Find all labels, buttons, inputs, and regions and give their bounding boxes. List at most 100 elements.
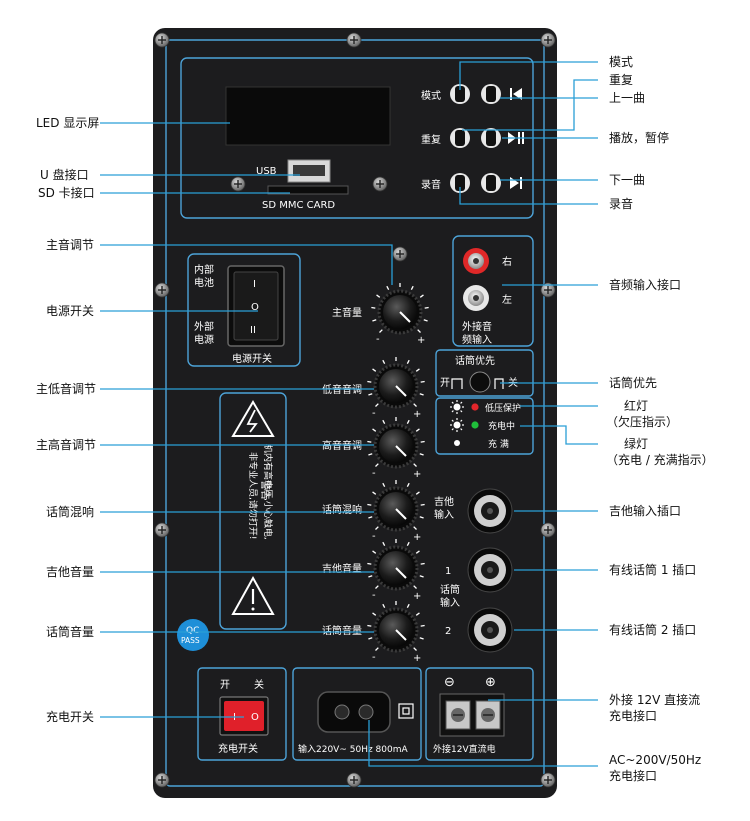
knob-min-mark: - xyxy=(372,652,376,663)
screw-icon xyxy=(154,772,170,788)
dc-plus-symbol: ⊕ xyxy=(485,675,496,690)
bass-knob[interactable] xyxy=(367,357,425,409)
dc-input-module xyxy=(425,667,534,761)
mic-1-number: 1 xyxy=(445,566,451,577)
callout-led-display: LED 显示屏 xyxy=(36,116,99,130)
callout-power-switch: 电源开关 xyxy=(46,304,94,318)
sun-icon xyxy=(450,418,464,432)
callout-audio-input: 音频输入接口 xyxy=(609,277,681,292)
screw-icon xyxy=(540,522,556,538)
screw-icon xyxy=(540,32,556,48)
left-callouts: LED 显示屏 U 盘接口 SD 卡接口 主音调节 电源开关 主低音调节 主高音… xyxy=(36,116,99,724)
charge-switch-mark-o: O xyxy=(251,712,259,723)
play-pause-button[interactable] xyxy=(481,128,501,148)
pass-label: PASS xyxy=(181,636,200,645)
knob-max-mark: + xyxy=(413,653,421,664)
prev-track-button[interactable] xyxy=(481,84,501,104)
qc-label: QC xyxy=(186,626,199,636)
double-insulation-icon xyxy=(398,703,414,719)
rca-jack-left[interactable] xyxy=(463,285,489,311)
screw-icon xyxy=(540,772,556,788)
mic-2-number: 2 xyxy=(445,626,451,637)
callout-repeat: 重复 xyxy=(609,73,633,87)
callout-guitar-jack: 吉他输入插口 xyxy=(609,503,681,518)
mic-1-input-jack[interactable] xyxy=(467,547,513,593)
next-track-button[interactable] xyxy=(481,173,501,193)
mic-2-input-jack[interactable] xyxy=(467,607,513,653)
screw-icon xyxy=(346,772,362,788)
ac-input-label: 输入220V~ 50Hz 800mA xyxy=(298,743,408,755)
dc-terminal-block[interactable] xyxy=(439,693,505,737)
power-external-1: 外部 xyxy=(194,320,214,333)
record-button-label: 录音 xyxy=(421,178,441,191)
qc-pass-badge xyxy=(177,619,209,651)
usb-port-slot xyxy=(293,165,325,176)
ac-power-inlet[interactable] xyxy=(317,691,391,733)
callout-green-led-note: （充电 / 充满指示） xyxy=(606,452,714,467)
switch-i-mark: I xyxy=(253,279,256,290)
knob-max-mark: + xyxy=(413,532,421,543)
charge-off-label: 关 xyxy=(254,678,264,691)
callout-dc-input-2: 充电接口 xyxy=(609,708,657,723)
guitar-volume-knob[interactable] xyxy=(367,539,425,591)
callout-mic-echo: 话筒混响 xyxy=(46,504,94,519)
power-internal-1: 内部 xyxy=(194,263,214,276)
led-charge-label: 充电中 xyxy=(488,420,515,432)
right-callouts: 模式 重复 上一曲 播放，暂停 下一曲 录音 音频输入接口 话筒优先 红灯 （欠… xyxy=(606,55,714,783)
sd-card-slot[interactable] xyxy=(267,185,349,195)
mode-button[interactable] xyxy=(450,84,470,104)
callout-play-pause: 播放，暂停 xyxy=(609,130,669,145)
callout-master-volume: 主音调节 xyxy=(46,237,94,252)
exclamation-warning-icon xyxy=(231,575,275,615)
sd-label: SD MMC CARD xyxy=(262,200,335,211)
screw-icon xyxy=(230,176,246,192)
dc-minus-symbol: ⊖ xyxy=(444,675,455,690)
audio-input-label-2: 频输入 xyxy=(462,333,492,346)
callout-next-track: 下一曲 xyxy=(609,173,645,187)
knob-min-mark: - xyxy=(372,408,376,419)
callout-prev-track: 上一曲 xyxy=(609,91,645,105)
mic-volume-knob[interactable] xyxy=(367,601,425,653)
guitar-input-jack[interactable] xyxy=(467,488,513,534)
green-led xyxy=(471,421,479,429)
guitar-input-label-2: 输入 xyxy=(434,508,454,521)
guitar-input-label-1: 吉他 xyxy=(434,495,454,508)
screw-icon xyxy=(346,32,362,48)
mic-echo-knob-label: 话筒混响 xyxy=(322,503,362,516)
callout-ac-input: AC~200V/50Hz xyxy=(609,753,701,767)
callout-bass: 主低音调节 xyxy=(36,381,96,396)
mode-button-label: 模式 xyxy=(421,89,441,102)
mic-input-label-1: 话筒 xyxy=(440,583,460,596)
power-rocker-switch[interactable] xyxy=(227,265,285,347)
callout-mic-volume: 话筒音量 xyxy=(46,624,94,639)
switch-o-mark: O xyxy=(251,302,259,313)
led-low-label: 低压保护 xyxy=(485,402,521,414)
charge-rocker-switch[interactable] xyxy=(219,696,269,736)
panel-body xyxy=(153,28,557,798)
record-button[interactable] xyxy=(450,173,470,193)
off-mark-icon xyxy=(494,378,504,389)
leader-lines xyxy=(100,61,598,767)
repeat-button[interactable] xyxy=(450,128,470,148)
knob-max-mark: + xyxy=(413,469,421,480)
warning-text-2: 非专业人员,请勿打开! xyxy=(247,452,259,539)
mic-echo-knob[interactable] xyxy=(367,480,425,532)
callout-mic2-jack: 有线话筒 2 插口 xyxy=(609,622,696,637)
power-switch-module xyxy=(187,253,301,367)
usb-label: USB xyxy=(256,166,277,177)
master-volume-knob[interactable] xyxy=(371,283,429,335)
treble-knob[interactable] xyxy=(367,417,425,469)
mic-priority-switch[interactable] xyxy=(469,371,491,393)
rca-jack-right[interactable] xyxy=(463,248,489,274)
callout-mic-priority: 话筒优先 xyxy=(609,375,657,390)
power-external-2: 电源 xyxy=(194,333,214,346)
repeat-button-label: 重复 xyxy=(421,133,441,146)
callout-charge-switch: 充电开关 xyxy=(46,709,94,724)
warning-label xyxy=(219,392,287,630)
knob-max-mark: + xyxy=(413,409,421,420)
screw-icon xyxy=(392,246,408,262)
audio-input-label-1: 外接音 xyxy=(462,320,492,333)
mic-input-label-2: 输入 xyxy=(440,596,460,609)
callout-guitar-volume: 吉他音量 xyxy=(46,564,94,579)
